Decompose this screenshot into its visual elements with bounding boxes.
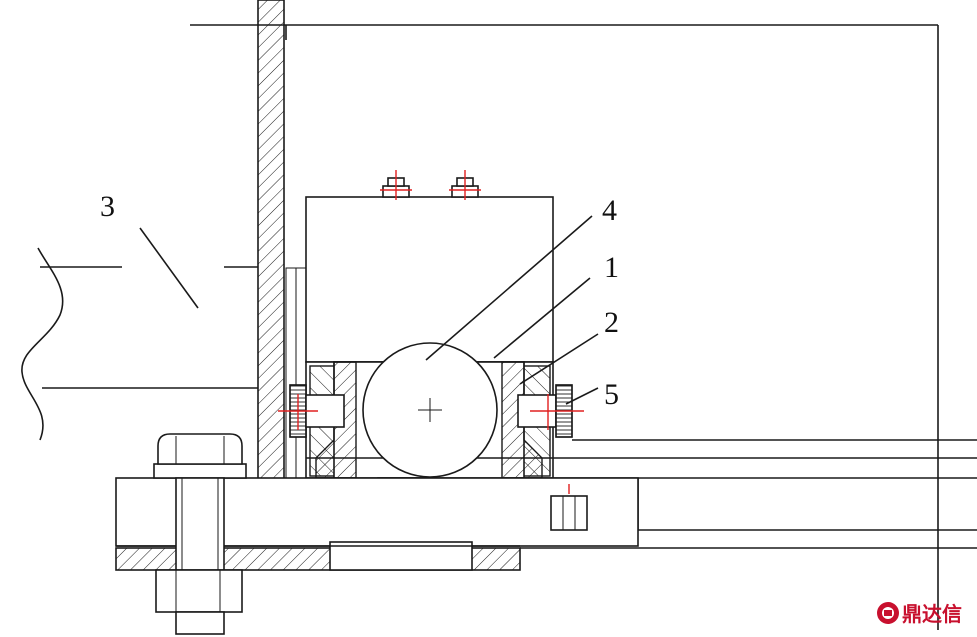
- vertical-wall-plate: [257, 0, 285, 489]
- hex-bolt: [153, 433, 247, 635]
- callout-5: 5: [604, 378, 619, 411]
- leader-lines: [139, 215, 599, 405]
- top-nut-right: [449, 170, 481, 200]
- side-screw-right: [517, 384, 584, 438]
- watermark-logo: 鼎达信: [877, 602, 962, 626]
- callout-2: 2: [604, 306, 619, 339]
- callout-3: 3: [100, 190, 115, 223]
- top-nut-left: [380, 170, 412, 200]
- outer-frame: [190, 24, 939, 630]
- dingdaxin-logo-icon: [877, 602, 899, 624]
- callout-4: 4: [602, 194, 617, 227]
- side-screw-left: [278, 384, 345, 438]
- watermark-text: 鼎达信: [902, 602, 962, 626]
- part-3-beam: [21, 247, 258, 441]
- part-4-ball: [362, 342, 498, 478]
- plate-screw: [550, 484, 588, 531]
- callout-1: 1: [604, 251, 619, 284]
